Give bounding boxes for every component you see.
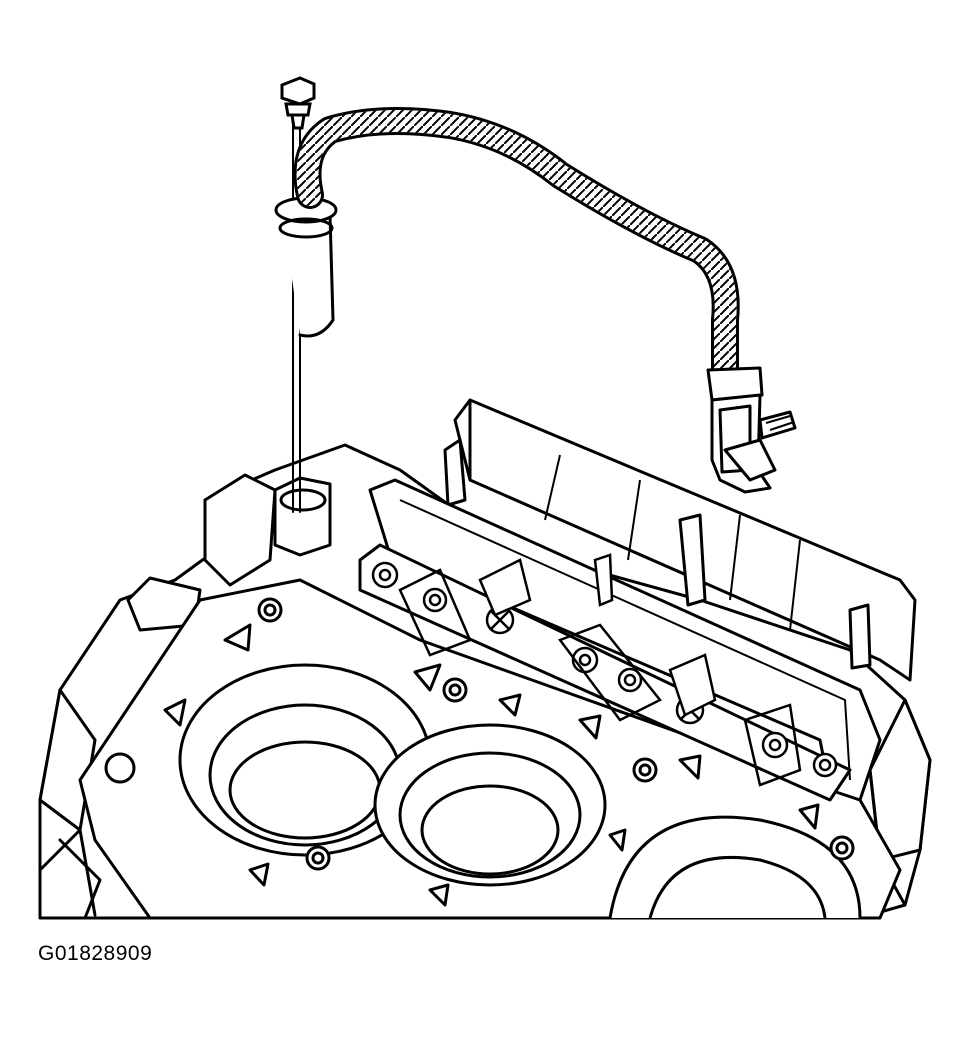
- lifter-valley: [358, 398, 917, 802]
- connector-icon: [706, 366, 797, 494]
- figure-id-label: G01828909: [38, 942, 153, 965]
- lifter-guides: [371, 553, 838, 787]
- bolt-icon: [280, 76, 316, 130]
- head-gasket: [78, 578, 902, 920]
- cylinder-bore-2: [373, 723, 607, 887]
- cylinder-bore-3: [608, 815, 862, 919]
- harness-icon: [293, 107, 740, 394]
